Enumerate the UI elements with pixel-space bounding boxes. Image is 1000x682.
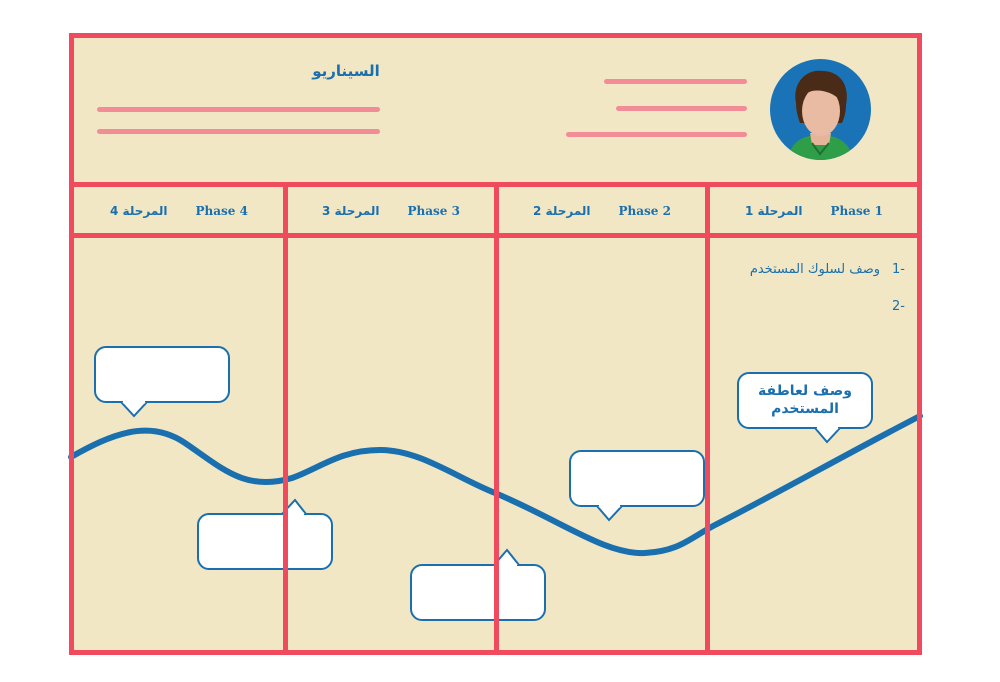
phase-1-note-2: -2 [880, 299, 905, 314]
frame-top [69, 33, 922, 38]
frame-left [69, 33, 74, 655]
speech-bubble-phase3 [410, 564, 546, 621]
bubble-tail-phase1 [814, 426, 841, 444]
frame-right [917, 33, 922, 655]
persona-placeholder-line-2 [616, 106, 747, 111]
phase-2-label-ar: المرحلة 2 [533, 204, 591, 218]
phase-header-3: المرحلة 3 Phase 3 [288, 200, 494, 222]
phase-header-4: المرحلة 4 Phase 4 [75, 200, 283, 222]
persona-placeholder-line-3 [566, 132, 747, 137]
note-1-number: -1 [892, 262, 905, 277]
bubble-tail-phase2 [596, 504, 623, 522]
emotion-curve [68, 413, 923, 557]
bubble-tail-phase4-top [120, 400, 148, 418]
note-2-number: -2 [892, 299, 905, 314]
phase-divider-3 [705, 182, 710, 655]
emotion-bubble-line-2: المستخدم [771, 401, 839, 417]
scenario-placeholder-line-2 [97, 129, 380, 134]
phase-3-label-ar: المرحلة 3 [322, 204, 380, 218]
speech-bubble-phase2 [569, 450, 705, 507]
phase-header-1: المرحلة 1 Phase 1 [710, 200, 918, 222]
phase-3-label-en: Phase 3 [407, 204, 460, 218]
phase-1-note-1: -1 وصف لسلوك المستخدم [750, 262, 905, 277]
scenario-title: السيناريو [312, 62, 380, 80]
emotion-bubble-line-1: وصف لعاطفة [758, 383, 852, 399]
phase-4-label-ar: المرحلة 4 [110, 204, 168, 218]
scenario-placeholder-line-1 [97, 107, 380, 112]
phase-4-label-en: Phase 4 [195, 204, 248, 218]
note-1-text: وصف لسلوك المستخدم [749, 262, 881, 277]
emotion-bubble-text: وصف لعاطفة المستخدم [737, 382, 873, 418]
speech-bubble-phase1 [737, 372, 873, 429]
phase-1-label-en: Phase 1 [830, 204, 883, 218]
speech-bubble-phase4-top [94, 346, 230, 403]
persona-placeholder-line-1 [604, 79, 747, 84]
phase-header-2: المرحلة 2 Phase 2 [499, 200, 705, 222]
phase-2-label-en: Phase 2 [618, 204, 671, 218]
speech-bubble-phase4-bottom [197, 513, 333, 570]
phase-divider-2 [494, 182, 499, 655]
phase-1-label-ar: المرحلة 1 [745, 204, 803, 218]
phase-divider-1 [283, 182, 288, 655]
persona-avatar [770, 59, 871, 160]
